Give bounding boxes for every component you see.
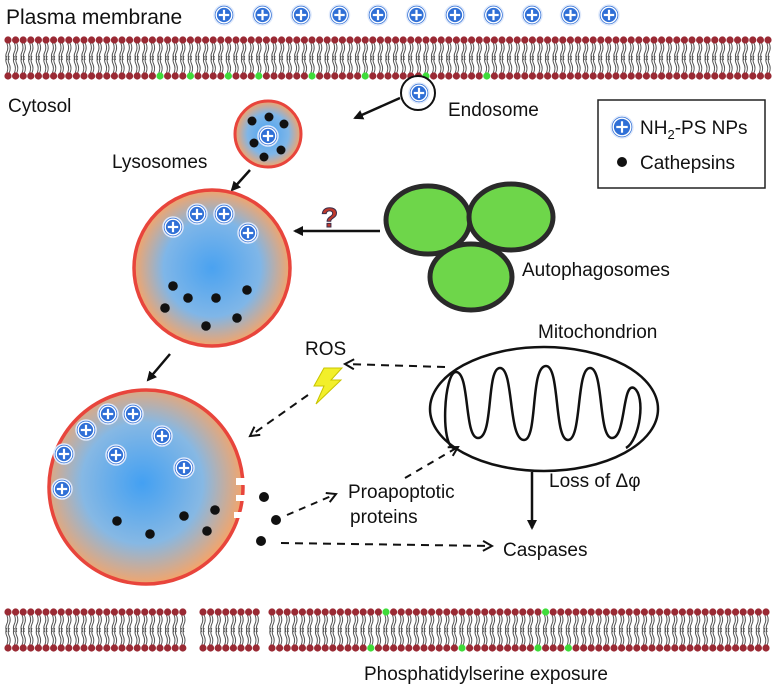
cathepsin-dot-icon xyxy=(232,313,242,323)
lysosome-np-icon xyxy=(186,203,208,225)
arrow-medium-to-large-lysosome xyxy=(146,353,171,382)
extracellular-nanoparticle-icon xyxy=(482,4,505,26)
lysosome-np-icon xyxy=(237,222,259,244)
proapoptotic-label-line2: proteins xyxy=(350,507,418,528)
plasma-membrane-label: Plasma membrane xyxy=(6,6,182,29)
cathepsin-dot-icon xyxy=(183,293,193,303)
extracellular-nanoparticle-icon xyxy=(251,4,274,26)
cytosol-label: Cytosol xyxy=(8,96,71,117)
lysosome-np-icon xyxy=(53,443,75,465)
extracellular-nanoparticles xyxy=(213,4,620,26)
legend-box xyxy=(597,99,766,189)
mitochondrion-label: Mitochondrion xyxy=(538,322,657,343)
released-cathepsin-dot-icon xyxy=(259,492,269,502)
mitochondrion-outer-membrane xyxy=(428,345,660,473)
arrow-proapoptotic-to-mitochondrion xyxy=(404,447,458,479)
legend-cathepsins-label: Cathepsins xyxy=(640,153,735,174)
lysosome-rupture xyxy=(234,512,244,518)
cathepsin-dot-icon xyxy=(168,281,178,291)
autophagosomes-label: Autophagosomes xyxy=(522,260,670,281)
cathepsin-dot-icon xyxy=(264,112,274,122)
extracellular-nanoparticle-icon xyxy=(559,4,582,26)
caspases-label: Caspases xyxy=(503,540,588,561)
proapoptotic-label-line1: Proapoptotic xyxy=(348,482,455,503)
cathepsin-dot-icon xyxy=(179,511,189,521)
cathepsin-dot-icon xyxy=(145,529,155,539)
extracellular-nanoparticle-icon xyxy=(598,4,620,26)
legend-np-icon xyxy=(610,115,634,139)
lysosome-np-icon xyxy=(162,216,184,238)
lysosome-small xyxy=(233,99,303,169)
mitochondrion xyxy=(428,345,660,473)
cathepsin-dot-icon xyxy=(259,152,269,162)
cathepsin-dot-icon xyxy=(247,116,257,126)
legend-cathepsin-dot-icon xyxy=(617,157,627,167)
cathepsin-dot-icon xyxy=(112,516,122,526)
extracellular-nanoparticle-icon xyxy=(405,4,428,26)
ros-lightning-bolt-icon xyxy=(313,367,344,405)
loss-of-potential-label: Loss of Δφ xyxy=(549,471,641,492)
lysosome-np-icon xyxy=(173,457,195,479)
arrow-cathepsin-to-caspases xyxy=(280,543,492,546)
legend-np-label: NH2-PS NPs xyxy=(640,118,748,142)
lysosome-rupture xyxy=(236,478,246,485)
autophagosomes xyxy=(383,181,556,313)
plasma-membrane-bottom xyxy=(4,608,770,652)
endosome-label: Endosome xyxy=(448,100,539,121)
lysosome-large-body xyxy=(47,388,245,586)
extracellular-nanoparticle-icon xyxy=(444,4,466,26)
lysosome-np-icon xyxy=(105,444,127,466)
autophagosome-vesicle xyxy=(427,241,515,313)
plasma-membrane-top xyxy=(4,36,772,80)
legend-np-prefix: NH xyxy=(640,118,667,139)
extracellular-nanoparticle-icon xyxy=(213,4,235,26)
cathepsin-dot-icon xyxy=(210,505,220,515)
lysosome-np-icon xyxy=(213,203,235,225)
legend-np-subscript: 2 xyxy=(667,127,674,142)
mitochondrion-cristae xyxy=(443,364,642,450)
autophagosome-vesicle xyxy=(466,181,556,253)
cathepsin-dot-icon xyxy=(202,526,212,536)
cathepsin-dot-icon xyxy=(211,293,221,303)
endosome-nanoparticle-icon xyxy=(408,82,430,104)
arrow-ros-to-lysosome xyxy=(250,394,309,436)
cathepsin-dot-icon xyxy=(249,138,259,148)
question-mark-label: ? xyxy=(321,202,338,233)
cathepsin-dot-icon xyxy=(160,303,170,313)
extracellular-nanoparticle-icon xyxy=(328,4,351,26)
arrow-endosome-to-lysosome xyxy=(353,96,401,120)
endosome xyxy=(400,75,436,111)
lysosome-np-icon xyxy=(122,403,144,425)
lysosome-large xyxy=(47,388,246,586)
lysosome-np-icon xyxy=(75,419,97,441)
cathepsin-dot-icon xyxy=(242,285,252,295)
extracellular-nanoparticle-icon xyxy=(290,4,312,26)
legend: NH2-PS NPs Cathepsins xyxy=(597,99,766,189)
arrow-mitochondrion-to-ros xyxy=(345,364,446,367)
legend-np-suffix: -PS NPs xyxy=(675,118,748,139)
cathepsin-dot-icon xyxy=(276,145,286,155)
released-cathepsin-dot-icon xyxy=(256,536,266,546)
lysosome-np-icon xyxy=(51,478,73,500)
released-cathepsin-dot-icon xyxy=(271,515,281,525)
lysosome-medium-body xyxy=(132,188,292,348)
lysosome-np-icon xyxy=(151,425,173,447)
lysosomes-label: Lysosomes xyxy=(112,152,207,173)
cathepsin-dot-icon xyxy=(279,119,289,129)
lysosome-medium xyxy=(132,188,292,348)
extracellular-nanoparticle-icon xyxy=(521,4,543,26)
lysosome-small-nanoparticle-icon xyxy=(257,125,279,147)
arrow-cathepsin-to-proapoptotic xyxy=(286,494,336,516)
cathepsin-dot-icon xyxy=(201,321,211,331)
extracellular-nanoparticle-icon xyxy=(367,4,389,26)
ros-label: ROS xyxy=(305,339,346,360)
arrow-small-to-medium-lysosome xyxy=(230,169,251,192)
ps-exposure-label: Phosphatidylserine exposure xyxy=(364,664,608,685)
lysosome-rupture xyxy=(236,495,246,501)
lysosome-np-icon xyxy=(97,403,119,425)
